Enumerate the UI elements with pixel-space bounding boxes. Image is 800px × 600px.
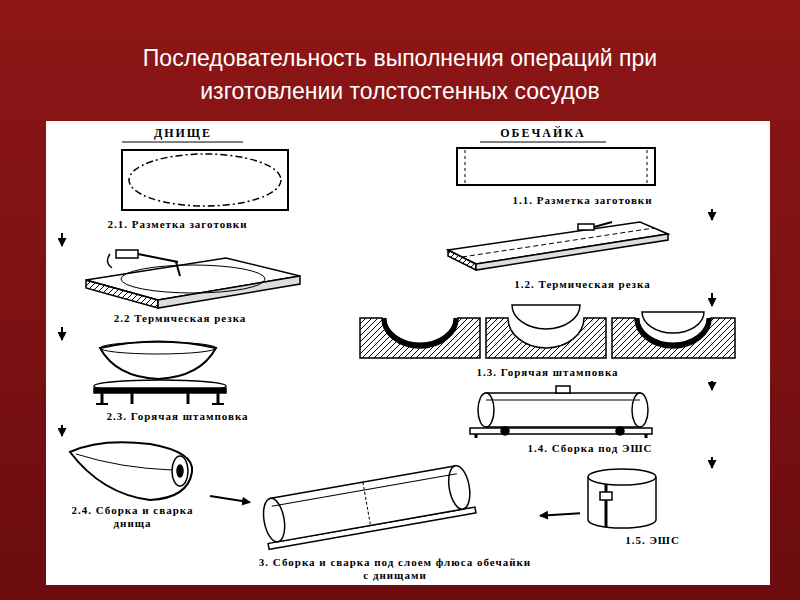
step-caption: 2.2 Термическая резка <box>63 312 297 325</box>
process-step: 1.4. Сборка под ЭШС <box>455 390 725 457</box>
process-step: 1.2. Термическая резка <box>440 220 725 293</box>
esw-shell-figure <box>588 469 656 528</box>
process-step: 1.1. Разметка заготовки <box>440 140 725 209</box>
process-step: 1.5. ЭШС <box>580 468 725 549</box>
flow-arrow <box>711 209 713 220</box>
step-caption: 1.2. Термическая резка <box>448 278 717 291</box>
process-step: 2.2 Термическая резка <box>55 246 305 327</box>
vessel-assembly-figure <box>260 464 475 550</box>
process-step: 2.3. Горячая штамповка <box>55 340 300 425</box>
flow-arrow <box>61 425 63 436</box>
process-step: 2.4. Сборка и сварка днища <box>55 436 210 532</box>
slide-title: Последовательность выполнения операций п… <box>70 42 730 107</box>
flow-arrow <box>61 327 63 340</box>
step-caption: 1.3. Горячая штамповка <box>363 366 732 379</box>
flow-arrow <box>540 513 580 516</box>
shell-marking-figure <box>457 148 655 185</box>
header-rule <box>480 142 606 143</box>
step-caption: 1.5. ЭШС <box>588 534 717 547</box>
flow-arrow <box>61 233 63 246</box>
step-caption: 2.3. Горячая штамповка <box>63 410 292 423</box>
process-step: 1.3. Горячая штамповка <box>355 306 740 381</box>
step-caption: 2.1. Разметка заготовки <box>63 218 292 231</box>
step-caption: 3. Сборка и сварка под слоем флюса обеча… <box>258 556 532 582</box>
process-step: 3. Сборка и сварка под слоем флюса обеча… <box>250 466 540 584</box>
step-caption: 1.1. Разметка заготовки <box>448 194 717 207</box>
shell-cutting-figure <box>448 222 668 270</box>
step-caption: 1.4. Сборка под ЭШС <box>463 442 717 455</box>
flow-arrow <box>711 381 713 390</box>
column-heading: ОБЕЧАЙКА <box>468 126 618 140</box>
header-rule <box>122 142 243 143</box>
head-assembly-figure <box>70 442 192 500</box>
blank-marking-figure <box>122 150 288 210</box>
esw-assembly-figure <box>470 386 652 438</box>
step-caption: 2.4. Сборка и сварка днища <box>63 504 202 530</box>
thermal-cutting-figure <box>86 250 300 308</box>
stamping-dies-figure <box>360 305 735 358</box>
column-heading: ДНИЩЕ <box>112 126 254 140</box>
process-step: 2.1. Разметка заготовки <box>55 142 300 233</box>
flow-arrow <box>711 293 713 306</box>
stamping-head-figure <box>94 342 226 405</box>
flow-arrow <box>711 457 713 468</box>
flow-arrow <box>210 496 250 502</box>
